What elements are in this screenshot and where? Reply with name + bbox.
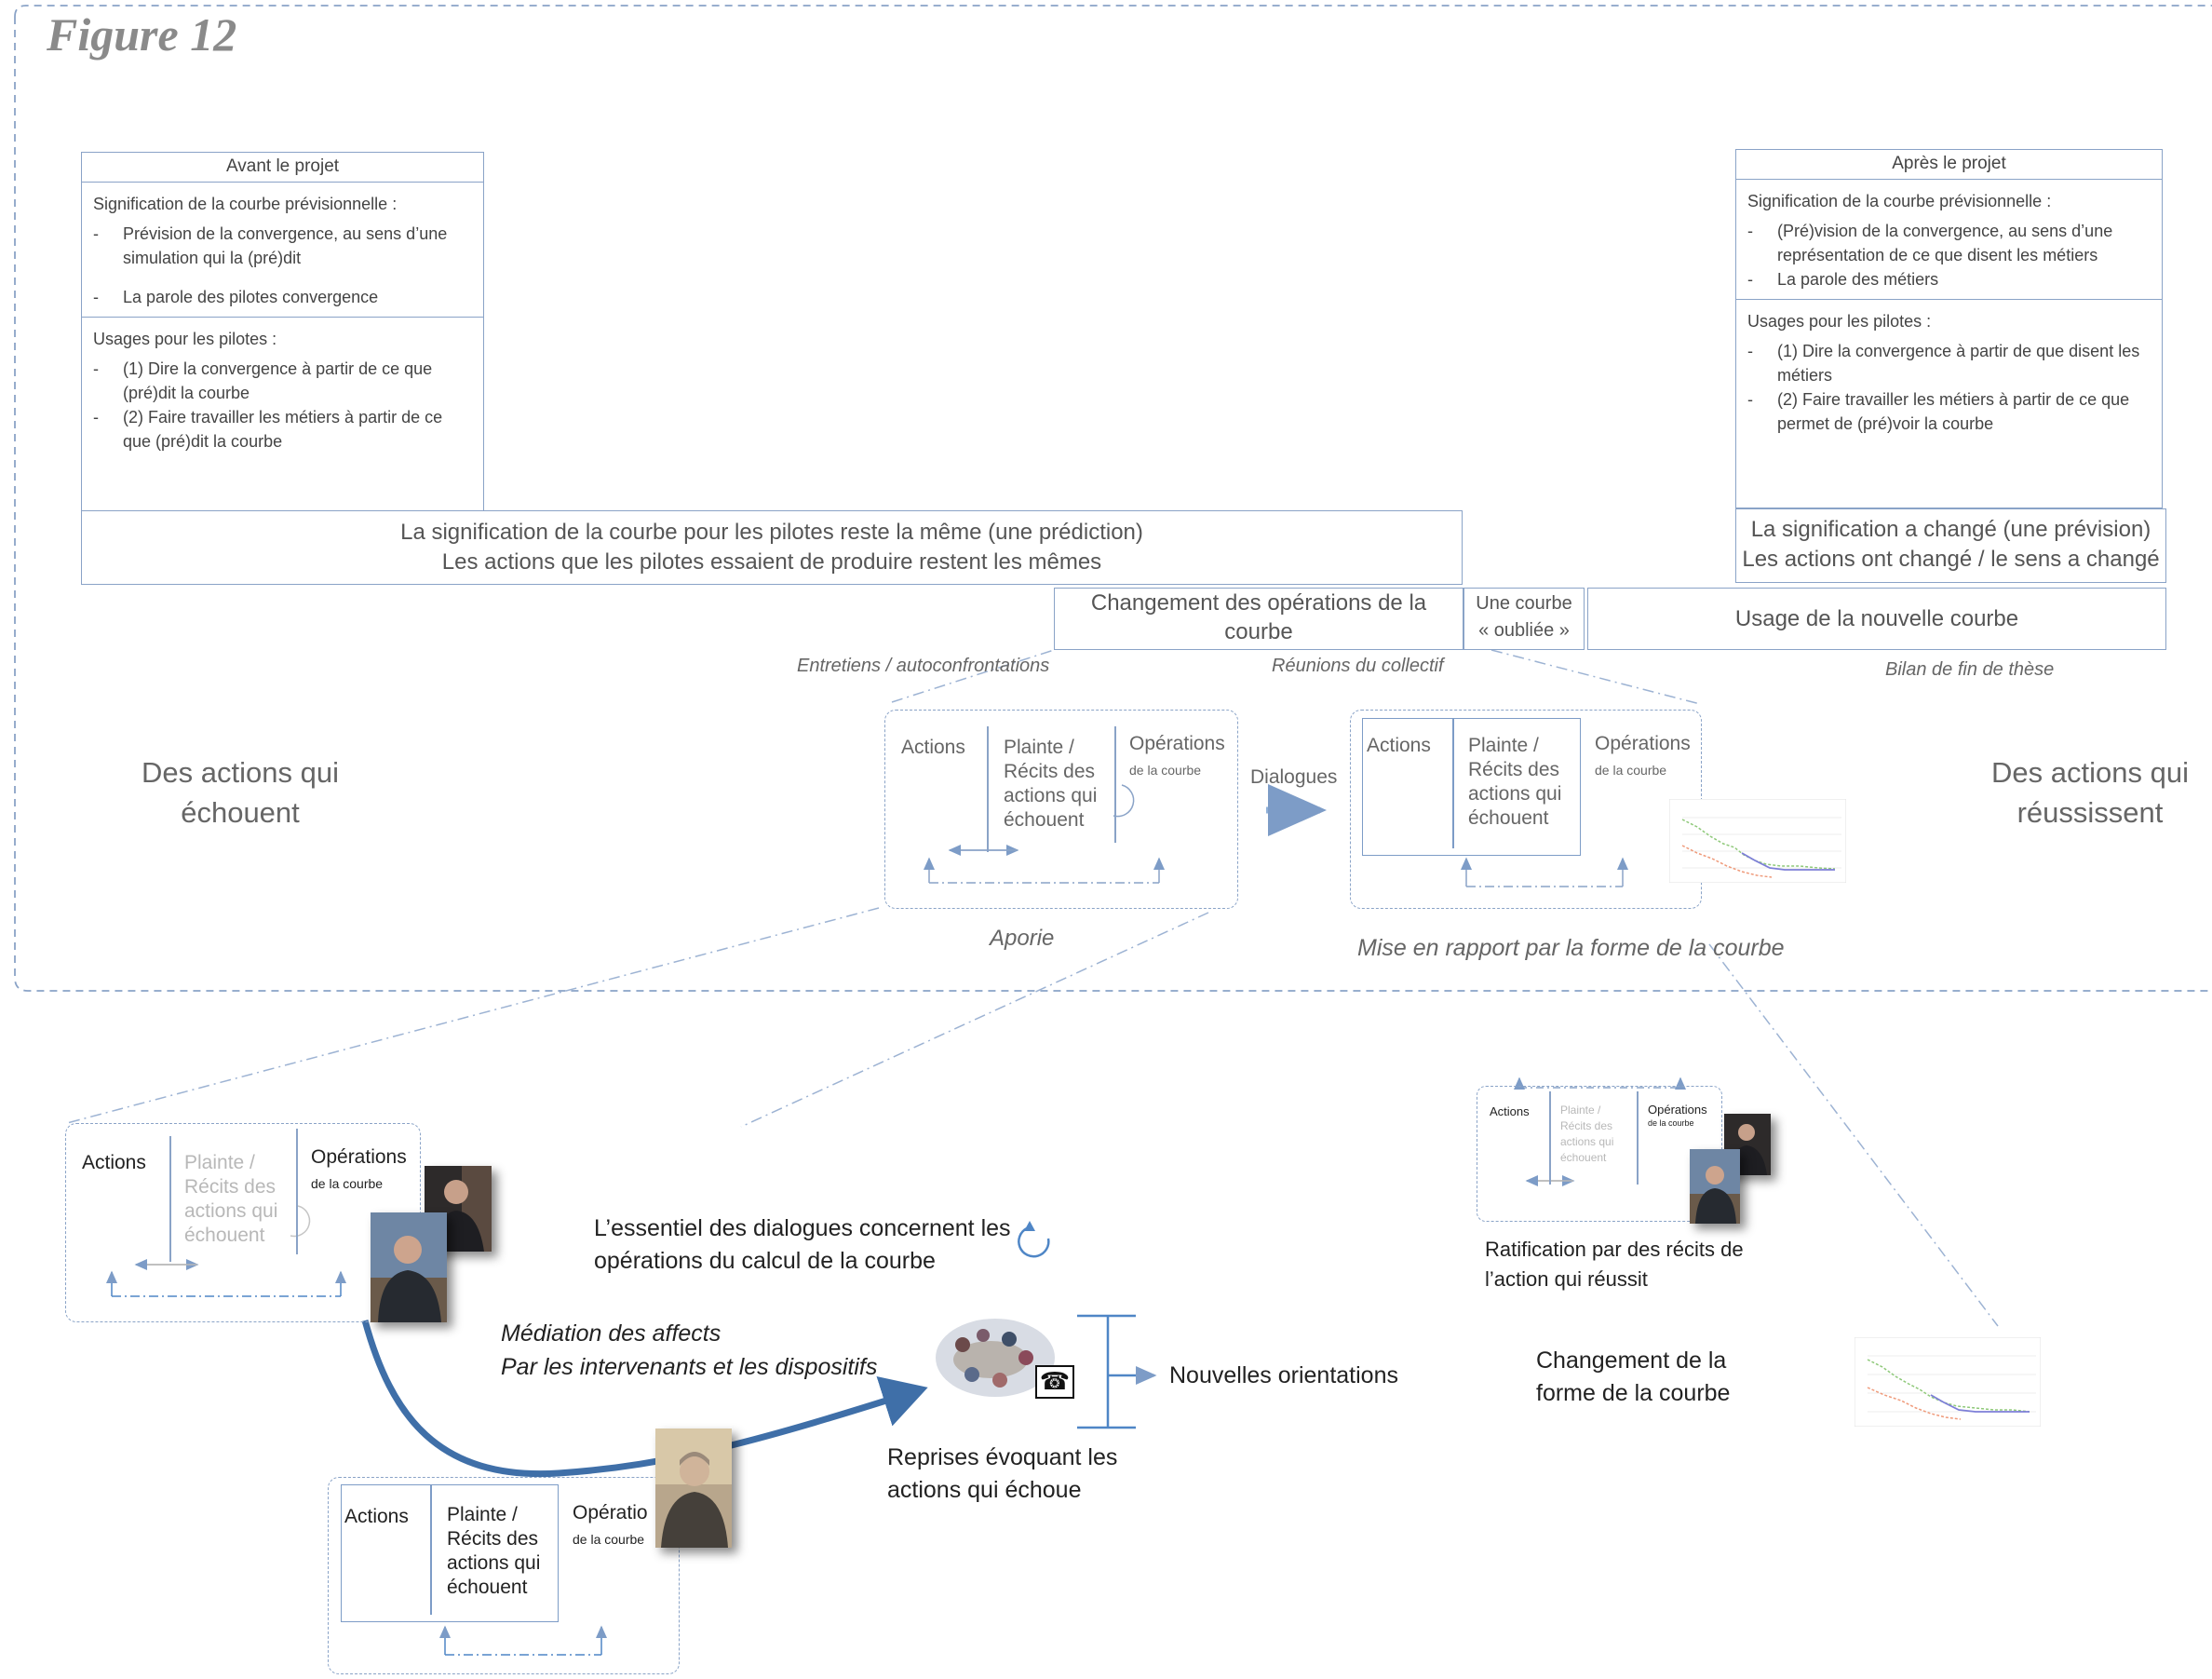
reprises-text: Reprises évoquant les actions qui échoue bbox=[887, 1444, 1118, 1503]
divider bbox=[1114, 726, 1116, 843]
after-project-box: Après le projet Signification de la cour… bbox=[1735, 149, 2163, 508]
aporia-caption: Aporie bbox=[990, 926, 1055, 951]
divider bbox=[430, 1484, 432, 1615]
mini-curve-chart bbox=[1669, 799, 1846, 883]
section-title: Usages pour les pilotes : bbox=[93, 330, 277, 348]
of-curve-cell: de la courbe bbox=[1129, 763, 1202, 778]
bar-line: La signification de la courbe pour les p… bbox=[400, 520, 1143, 545]
bullet-item: La parole des métiers bbox=[1747, 267, 2151, 291]
bullet-item: (2) Faire travailler les métiers à parti… bbox=[93, 405, 472, 454]
bullet-item: La parole des pilotes convergence bbox=[93, 285, 472, 309]
mediation-line: Par les intervenants et les dispositifs bbox=[501, 1354, 878, 1380]
changed-meaning-bar: La signification a changé (une prévision… bbox=[1735, 508, 2166, 583]
participant-photo bbox=[425, 1166, 492, 1252]
new-orientations-text: Nouvelles orientations bbox=[1169, 1362, 1398, 1388]
forgotten-curve-bar: Une courbe « oubliée » bbox=[1463, 588, 1585, 650]
cycle-icon bbox=[1018, 1226, 1050, 1258]
new-usage-bar: Usage de la nouvelle courbe bbox=[1587, 588, 2166, 650]
group-meeting-photo bbox=[936, 1319, 1055, 1397]
divider bbox=[1452, 718, 1454, 848]
shape-change-text: Changement de la forme de la courbe bbox=[1536, 1347, 1731, 1406]
succeeding-actions-label: Des actions qui réussissent bbox=[1991, 756, 2189, 829]
divider bbox=[296, 1129, 298, 1254]
bar-line: Les actions que les pilotes essaient de … bbox=[441, 549, 1102, 575]
before-usages-section: Usages pour les pilotes : (1) Dire la co… bbox=[82, 317, 483, 461]
figure-frame bbox=[14, 5, 2212, 992]
section-title: Signification de la courbe prévisionnell… bbox=[93, 195, 398, 213]
same-meaning-bar: La signification de la courbe pour les p… bbox=[81, 510, 1463, 585]
after-usages-section: Usages pour les pilotes : (1) Dire la co… bbox=[1736, 299, 2162, 443]
bar-line: Les actions ont changé / le sens a chang… bbox=[1742, 547, 2160, 572]
reprises-inner-box bbox=[341, 1484, 559, 1622]
section-title: Usages pour les pilotes : bbox=[1747, 312, 1932, 331]
aporia-box bbox=[884, 710, 1238, 909]
bullet-item: (1) Dire la convergence à partir de que … bbox=[1747, 339, 2151, 387]
participant-photo bbox=[655, 1429, 732, 1548]
complaint-cell: Plainte / Récits des actions qui échouen… bbox=[1468, 735, 1562, 829]
of-curve-cell: de la courbe bbox=[1648, 1118, 1694, 1128]
operations-cell: Opérations bbox=[311, 1146, 407, 1168]
bullet-item: (1) Dire la convergence à partir de ce q… bbox=[93, 357, 472, 405]
zoom-line bbox=[1708, 943, 1999, 1327]
actions-cell: Actions bbox=[1490, 1104, 1530, 1118]
bar-line: La signification a changé (une prévision… bbox=[1750, 517, 2151, 542]
before-header: Avant le projet bbox=[82, 153, 483, 183]
of-curve-cell: de la courbe bbox=[311, 1176, 384, 1191]
after-signification-section: Signification de la courbe prévisionnell… bbox=[1736, 180, 2162, 299]
of-curve-cell: de la courbe bbox=[1595, 763, 1667, 778]
operations-cell: Opérations bbox=[1129, 733, 1225, 754]
participant-photo bbox=[1690, 1149, 1740, 1224]
relation-inner-box bbox=[1362, 718, 1581, 856]
projection-line bbox=[891, 649, 1055, 703]
mediation-line: Médiation des affects bbox=[501, 1320, 722, 1347]
meetings-caption: Réunions du collectif bbox=[1272, 656, 1444, 676]
figure-title: Figure 12 bbox=[47, 8, 237, 61]
complaint-cell: Plainte / Récits des actions qui échouen… bbox=[447, 1504, 541, 1598]
divider bbox=[169, 1136, 171, 1262]
actions-cell: Actions bbox=[901, 737, 965, 758]
projection-line bbox=[1490, 649, 1701, 705]
of-curve-cell: de la courbe bbox=[573, 1532, 645, 1547]
bracket bbox=[1077, 1314, 1136, 1429]
complaint-cell-faded: Plainte / Récits des actions qui échouen… bbox=[1560, 1104, 1614, 1164]
complaint-cell-faded: Plainte / Récits des actions qui échouen… bbox=[184, 1152, 278, 1246]
cycle-icon-head bbox=[1024, 1221, 1035, 1231]
bullet-item: Prévision de la convergence, au sens d’u… bbox=[93, 222, 472, 270]
operations-cut-cell: Opératio bbox=[573, 1502, 648, 1523]
zoom-line bbox=[66, 907, 880, 1124]
actions-cell: Actions bbox=[1367, 735, 1431, 756]
operations-cell: Opérations bbox=[1595, 733, 1691, 754]
complaint-cell: Plainte / Récits des actions qui échouen… bbox=[1004, 737, 1098, 831]
ratification-text: Ratification par des récits de l’action … bbox=[1485, 1238, 1744, 1291]
after-header: Après le projet bbox=[1736, 150, 2162, 180]
phone-icon: ☎ bbox=[1035, 1365, 1074, 1399]
cycle-arrow bbox=[1113, 784, 1135, 818]
actions-cell: Actions bbox=[344, 1506, 409, 1527]
interviews-caption: Entretiens / autoconfrontations bbox=[797, 656, 1050, 676]
essential-dialogues-text: L’essentiel des dialogues concernent les… bbox=[594, 1215, 1011, 1274]
zoom-line bbox=[740, 912, 1209, 1128]
operations-cell: Opérations bbox=[1648, 1103, 1707, 1117]
relation-caption: Mise en rapport par la forme de la courb… bbox=[1357, 935, 1785, 961]
reprises-box bbox=[328, 1477, 680, 1674]
actions-cell: Actions bbox=[82, 1152, 146, 1173]
before-project-box: Avant le projet Signification de la cour… bbox=[81, 152, 484, 511]
failing-actions-label: Des actions qui échouent bbox=[142, 756, 339, 829]
bullet-item: (Pré)vision de la convergence, au sens d… bbox=[1747, 219, 2151, 267]
mediation-curve-arrow bbox=[361, 1320, 928, 1478]
mini-curve-chart bbox=[1855, 1337, 2041, 1427]
section-title: Signification de la courbe prévisionnell… bbox=[1747, 192, 2052, 210]
thesis-caption: Bilan de fin de thèse bbox=[1885, 659, 2055, 680]
dialogues-label: Dialogues bbox=[1250, 766, 1338, 788]
divider bbox=[987, 726, 989, 852]
change-operations-bar: Changement des opérations de la courbe bbox=[1054, 588, 1463, 650]
mediation-text: Médiation des affects Par les intervenan… bbox=[501, 1317, 877, 1384]
before-signification-section: Signification de la courbe prévisionnell… bbox=[82, 183, 483, 317]
bullet-item: (2) Faire travailler les métiers à parti… bbox=[1747, 387, 2151, 436]
participant-photo bbox=[371, 1212, 447, 1322]
divider bbox=[1637, 1091, 1639, 1185]
divider bbox=[1549, 1091, 1551, 1185]
